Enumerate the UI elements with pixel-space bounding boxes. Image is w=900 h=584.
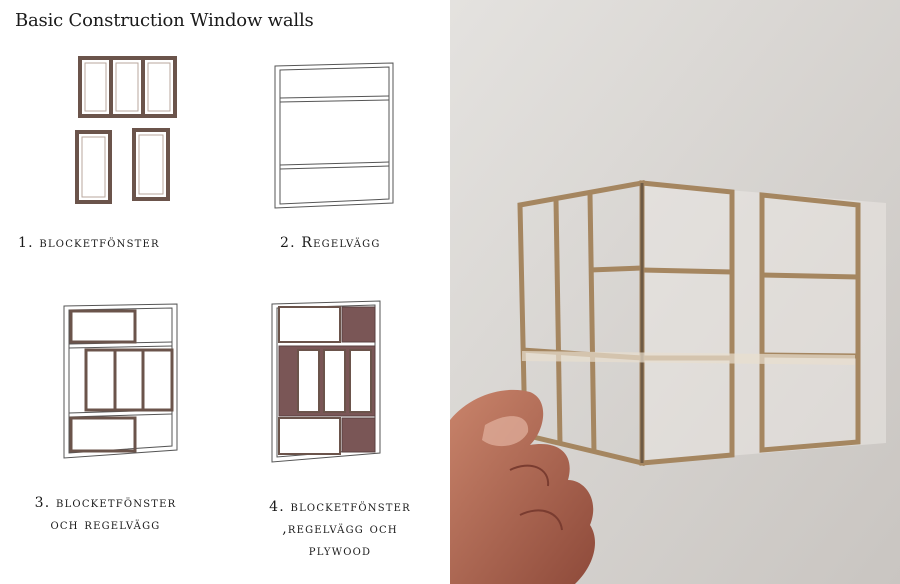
caption-4-line-2: ,regelvägg och bbox=[282, 521, 398, 537]
model-photo bbox=[450, 0, 900, 584]
caption-4: 4. blocketfönster ,regelvägg och plywood bbox=[250, 496, 430, 562]
page-title: Basic Construction Window walls bbox=[15, 10, 314, 31]
diagram-windows-stud-wall bbox=[63, 303, 178, 459]
diagram-panel: Basic Construction Window walls 1. bbox=[15, 10, 430, 562]
diagram-windows-stud-wall-plywood bbox=[271, 300, 381, 463]
caption-4-line-1: 4. blocketfönster bbox=[269, 499, 411, 515]
caption-2: 2. Regelvägg bbox=[280, 235, 381, 251]
diagram-window-blocks bbox=[75, 56, 177, 204]
caption-3-line-2: och regelvägg bbox=[50, 517, 161, 533]
caption-4-line-3: plywood bbox=[308, 543, 372, 559]
caption-3: 3. blocketfönster och regelvägg bbox=[18, 492, 193, 536]
caption-1: 1. blocketfönster bbox=[18, 235, 160, 251]
model-photo-image bbox=[450, 0, 900, 584]
caption-3-line-1: 3. blocketfönster bbox=[34, 495, 177, 511]
diagram-stud-wall bbox=[274, 62, 394, 209]
